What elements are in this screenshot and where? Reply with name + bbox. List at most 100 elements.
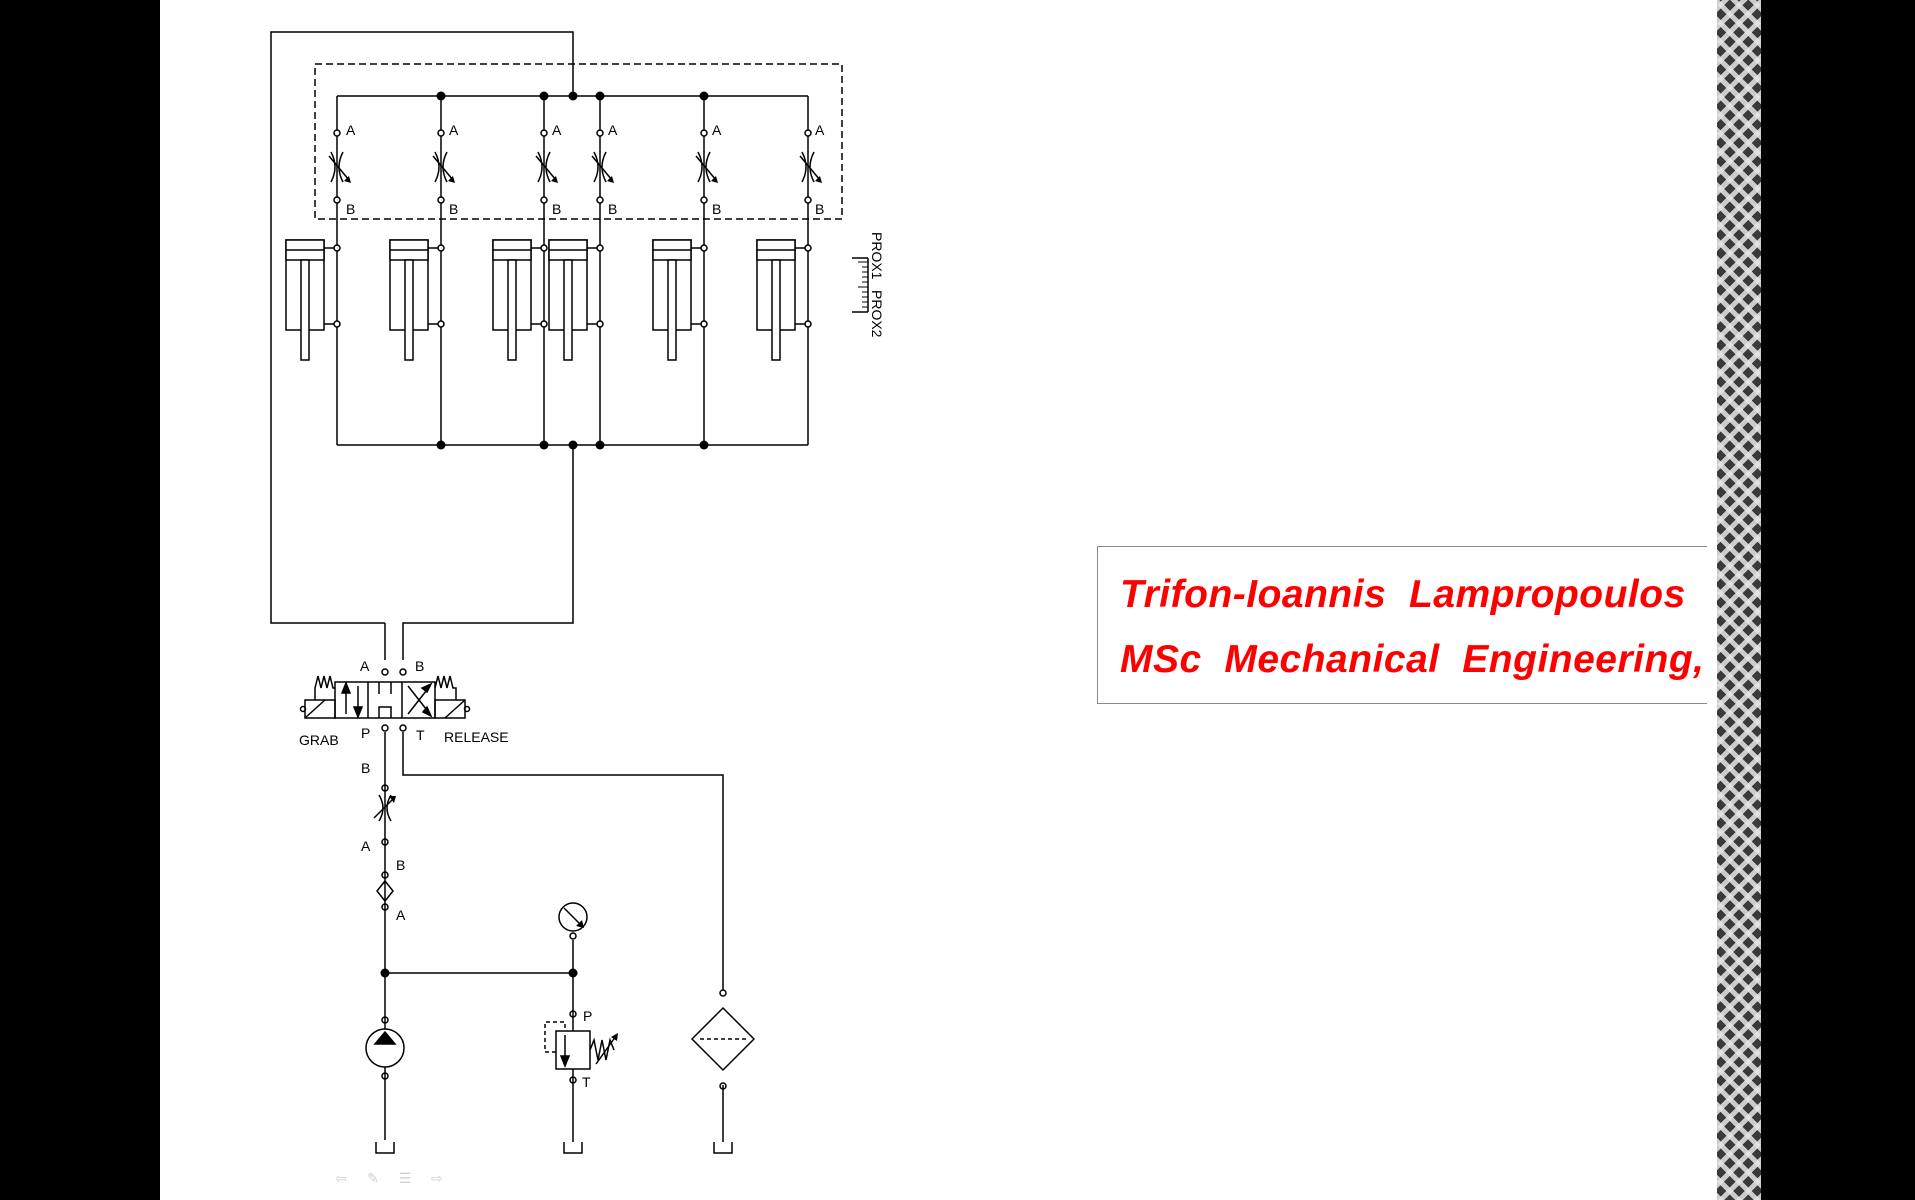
slide-edge — [1707, 0, 1717, 1200]
forward-arrow-icon[interactable]: ⇨ — [431, 1170, 443, 1186]
valve-port-dot — [700, 196, 708, 204]
flow-valve-arrow — [535, 155, 557, 181]
slide-nav-toolbar: ⇦ ✎ ☰ ⇨ — [330, 1170, 448, 1186]
hydraulic-schematic: A B A B A B A B A B A B PROX1 PROX2 — [270, 31, 885, 1154]
valve-port-label: A — [712, 122, 722, 138]
flow-valve-arrowhead — [607, 176, 614, 183]
valve-port-dot — [804, 129, 812, 137]
flow-valve-arrow — [328, 155, 350, 181]
release-label: RELEASE — [444, 729, 509, 745]
cylinder-rod — [404, 259, 414, 361]
valve-port-dot — [437, 129, 445, 137]
flow-valve-arrowhead — [551, 176, 558, 183]
pressure-relief-valve: P T — [544, 1008, 618, 1090]
cylinder-rod — [507, 259, 517, 361]
flow-valve-group-frame — [314, 63, 843, 220]
flow-valve-arrowhead — [711, 176, 718, 183]
back-arrow-icon[interactable]: ⇦ — [335, 1170, 347, 1186]
valve-port-label: A — [552, 122, 562, 138]
valve-port-label: B — [815, 201, 824, 217]
flow-valve-arrowhead — [815, 176, 822, 183]
dcv-port-b: B — [415, 658, 424, 674]
cylinder-port-dot — [333, 244, 341, 252]
grab-label: GRAB — [299, 732, 339, 748]
valve-port-label: B — [346, 201, 355, 217]
valve-port-label: B — [608, 201, 617, 217]
flow-valve-curve — [697, 151, 703, 183]
flow-valve-curve — [537, 151, 543, 183]
flow-valve-curve — [442, 151, 448, 183]
cylinder-port-dot — [700, 320, 708, 328]
flow-valve-curve — [593, 151, 599, 183]
tank-icon — [563, 1142, 583, 1154]
supply-valve-port-a: A — [361, 838, 371, 854]
valve-port-dot — [333, 196, 341, 204]
proximity-sensor: PROX1 PROX2 — [852, 232, 885, 338]
relief-port-p: P — [583, 1008, 592, 1024]
flow-valve-curve — [330, 151, 336, 183]
flow-valve-arrow — [695, 155, 717, 181]
valve-port-dot — [540, 129, 548, 137]
actuator-branches — [285, 96, 822, 445]
flow-valve-curve — [545, 151, 551, 183]
cylinder-port-dot — [596, 244, 604, 252]
decorative-side-strip — [1717, 0, 1761, 1200]
cylinder-port-dot — [700, 244, 708, 252]
cylinder-rod — [667, 259, 677, 361]
flow-valve-curve — [705, 151, 711, 183]
valve-port-labels: A B A B A B A B A B A B — [346, 122, 825, 217]
cylinder-port-dot — [437, 244, 445, 252]
valve-port-label: A — [608, 122, 618, 138]
tank-icon — [713, 1142, 733, 1154]
cylinder-rod — [563, 259, 573, 361]
valve-port-dot — [596, 196, 604, 204]
dcv-port-t: T — [416, 727, 425, 743]
prox2-label: PROX2 — [869, 290, 885, 338]
pen-icon[interactable]: ✎ — [367, 1170, 379, 1186]
flow-valve-curve — [434, 151, 440, 183]
return-filter — [690, 989, 756, 1090]
cylinder-port-dot — [804, 320, 812, 328]
valve-port-dot — [596, 129, 604, 137]
prox1-label: PROX1 — [869, 232, 885, 280]
relief-port-t: T — [582, 1074, 591, 1090]
valve-port-dot — [700, 129, 708, 137]
valve-port-label: B — [552, 201, 561, 217]
cylinder-rod — [300, 259, 310, 361]
check-valve-port-a: A — [396, 907, 406, 923]
tank-symbols — [375, 1142, 733, 1154]
background-margin — [1761, 0, 1915, 1200]
cylinder-port-dot — [540, 320, 548, 328]
flow-valve-curve — [338, 151, 344, 183]
valve-port-label: A — [346, 122, 356, 138]
valve-port-label: B — [449, 201, 458, 217]
valve-port-dot — [540, 196, 548, 204]
valve-port-dot — [804, 196, 812, 204]
flow-valve-arrowhead — [448, 176, 455, 183]
valve-port-dot — [437, 196, 445, 204]
author-name: Trifon-Ioannis Lampropoulos — [1120, 573, 1686, 616]
supply-flow-control-valve: B A — [361, 760, 396, 854]
flow-valve-arrow — [591, 155, 613, 181]
menu-icon[interactable]: ☰ — [398, 1170, 412, 1186]
directional-control-valve: A B P T GRAB RELEASE — [299, 658, 509, 748]
dcv-port-a: A — [360, 658, 370, 674]
flow-valve-curve — [601, 151, 607, 183]
dcv-port-p: P — [361, 725, 370, 741]
slide: A B A B A B A B A B A B PROX1 PROX2 — [160, 0, 1707, 1200]
cylinder-port-dot — [333, 320, 341, 328]
cylinder-port-dot — [804, 244, 812, 252]
hydraulic-pump — [365, 1016, 405, 1080]
valve-port-dot — [333, 129, 341, 137]
check-valve-port-b: B — [396, 857, 405, 873]
valve-port-label: A — [449, 122, 459, 138]
flow-valve-arrow — [799, 155, 821, 181]
cylinder-port-dot — [437, 320, 445, 328]
supply-valve-port-b: B — [361, 760, 370, 776]
check-valve: B A — [376, 857, 406, 923]
valve-port-label: B — [712, 201, 721, 217]
valve-port-label: A — [815, 122, 825, 138]
flow-valve-curve — [809, 151, 815, 183]
cylinder-port-dot — [596, 320, 604, 328]
pressure-return-lines — [270, 31, 808, 1142]
